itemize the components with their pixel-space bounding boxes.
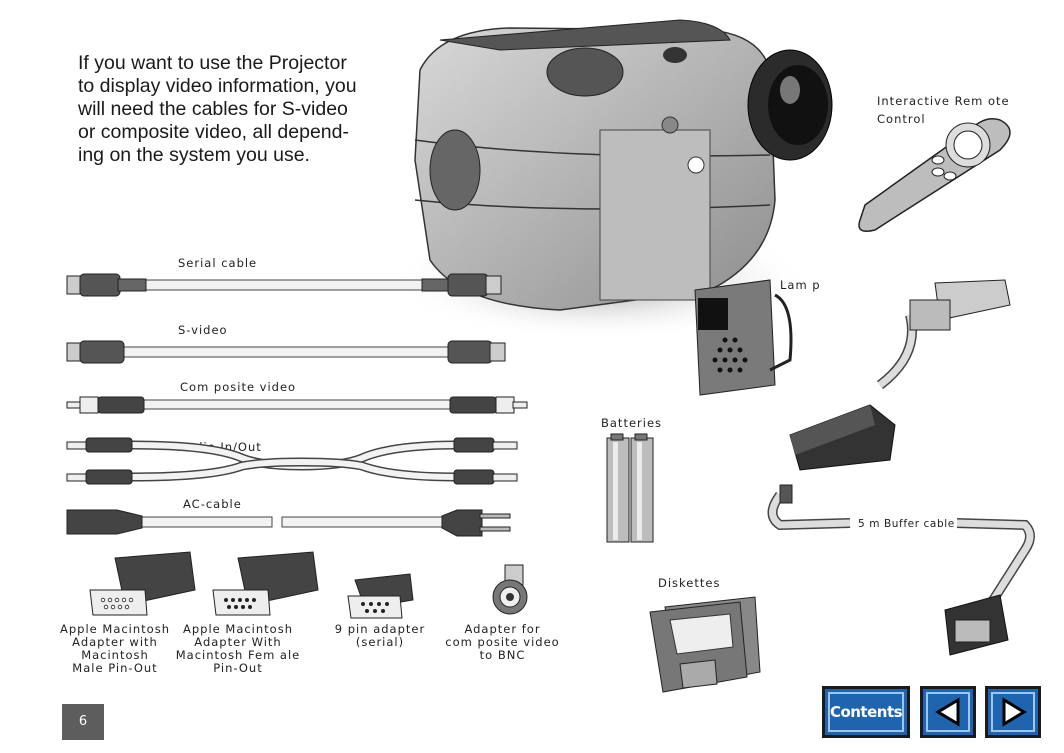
projector-illustration	[390, 19, 833, 340]
bnc-adapter-label: Adapter for com posite video to BNC	[445, 623, 560, 662]
s-video-label: S-video	[178, 323, 228, 337]
lamp-label: Lam p	[780, 278, 821, 292]
contents-button[interactable]: Contents	[822, 686, 910, 738]
remote-label-line1: Interactive Rem ote	[877, 94, 1010, 108]
label-line: (serial)	[355, 635, 405, 649]
contents-button-label: Contents	[829, 703, 903, 721]
label-line: Adapter for	[464, 622, 541, 636]
triangle-right-icon	[1002, 697, 1027, 727]
label-line: to BNC	[479, 648, 526, 662]
ac-cable-label: AC-cable	[183, 497, 242, 511]
previous-page-button-border	[926, 692, 970, 732]
intro-paragraph: If you want to use the Projector to disp…	[78, 52, 378, 167]
label-line: Macintosh Fem ale	[175, 648, 301, 662]
composite-video-label: Com posite video	[180, 380, 297, 394]
serial-cable-label: Serial cable	[178, 256, 258, 270]
ac-cable-illustration	[66, 509, 511, 537]
contents-button-border	[828, 692, 904, 732]
intro-line: to display video information, you	[78, 75, 357, 97]
batteries-label: Batteries	[601, 416, 663, 430]
intro-line: will need the cables for S-video	[78, 98, 348, 120]
remote-control-illustration	[858, 118, 1011, 232]
apple-male-adapter-illustration	[89, 551, 196, 616]
label-line: Adapter With	[194, 635, 282, 649]
page-number: 6	[62, 704, 104, 740]
remote-label: Interactive Rem ote Control	[877, 92, 1010, 128]
buffer-cable-label: 5 m Buffer cable	[856, 518, 957, 530]
diskettes-label: Diskettes	[658, 576, 721, 590]
bnc-adapter-illustration	[492, 564, 528, 615]
s-video-cable-illustration	[66, 340, 506, 364]
apple-female-adapter-illustration	[212, 551, 319, 616]
label-line: Apple Macintosh	[60, 622, 170, 636]
intro-line: or composite video, all depend-	[78, 121, 349, 143]
next-page-button-border	[991, 692, 1035, 732]
label-line: 9 pin adapter	[334, 622, 426, 636]
serial-cable-illustration	[66, 273, 502, 297]
composite-video-cable-illustration	[66, 396, 528, 414]
label-line: Male Pin-Out	[72, 661, 158, 675]
lamp-illustration	[694, 279, 793, 396]
nine-pin-adapter-label: 9 pin adapter (serial)	[325, 623, 435, 649]
previous-page-button[interactable]	[920, 686, 976, 738]
batteries-illustration	[606, 433, 654, 543]
intro-line: If you want to use the Projector	[78, 52, 347, 74]
next-page-button[interactable]	[985, 686, 1041, 738]
label-line: Apple Macintosh	[183, 622, 293, 636]
audio-cable-illustration	[66, 437, 518, 485]
nine-pin-adapter-illustration	[347, 573, 414, 619]
apple-male-adapter-label: Apple Macintosh Adapter with Macintosh M…	[50, 623, 180, 675]
triangle-left-icon	[935, 697, 960, 727]
intro-line: ing on the system you use.	[78, 144, 310, 166]
label-line: com posite video	[445, 635, 560, 649]
buffer-cable-illustration	[767, 279, 1035, 656]
remote-label-line2: Control	[877, 112, 926, 126]
label-line: Adapter with	[72, 635, 158, 649]
apple-female-adapter-label: Apple Macintosh Adapter With Macintosh F…	[173, 623, 303, 675]
label-line: Macintosh	[81, 648, 149, 662]
diskettes-illustration	[649, 596, 761, 693]
label-line: Pin-Out	[213, 661, 263, 675]
